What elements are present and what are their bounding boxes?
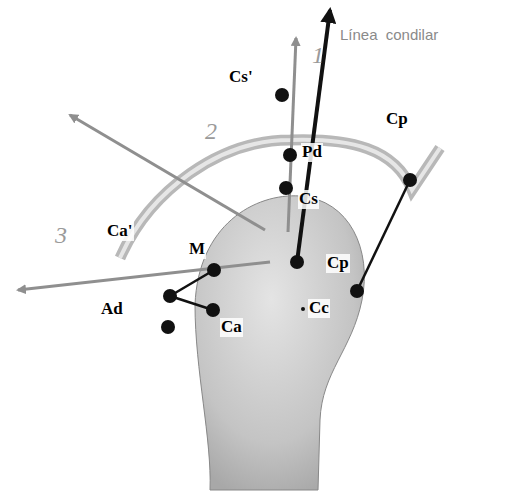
condyle: [195, 196, 364, 490]
point-label: Pd: [301, 143, 323, 162]
point-label: Cc: [308, 299, 330, 318]
axis-1: [288, 38, 296, 232]
point-label: Ca: [220, 318, 243, 337]
callout-number: 3: [55, 222, 67, 248]
point-label: Cs: [298, 190, 319, 209]
callout-number: 1: [312, 42, 324, 68]
point-label: Cs': [228, 68, 254, 87]
point-label: Cp: [326, 254, 350, 273]
segment: [170, 270, 214, 296]
point-label: Ad: [100, 300, 124, 319]
axis-title: Línea condilar: [340, 27, 438, 44]
point-label: Cp: [385, 110, 409, 129]
axis-3: [18, 262, 270, 290]
landmark-points: [161, 88, 417, 334]
segment: [357, 180, 410, 291]
point-label: Ca': [106, 222, 134, 241]
axis-2: [70, 115, 265, 230]
callout-number: 2: [205, 118, 217, 144]
point-label: M: [188, 240, 206, 259]
condylar-line: [297, 10, 330, 262]
